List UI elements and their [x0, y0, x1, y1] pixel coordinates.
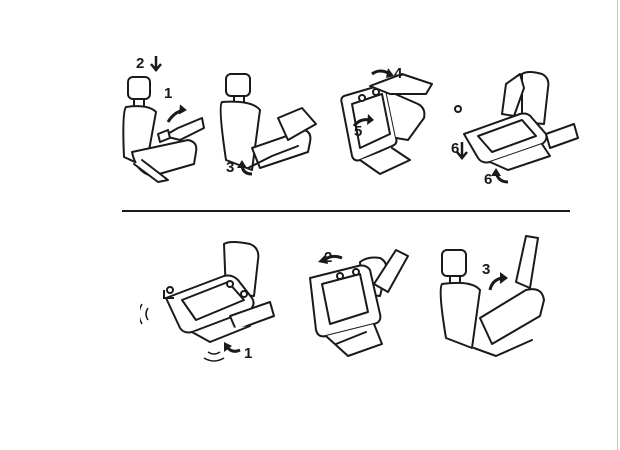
step-label-top-1b: 1: [164, 85, 173, 102]
top-panel-1-seat-lever: [122, 56, 205, 183]
step-label-top-1a: 2: [136, 55, 145, 72]
bottom-panel-2-lower-seat: [309, 249, 409, 357]
section-divider: [122, 210, 570, 212]
step-label-top-4b: 6: [484, 171, 493, 188]
top-panel-2-fold-backrest: [219, 73, 317, 176]
bottom-panel-1-engage-latch: [140, 241, 275, 362]
top-panel-3-lift-seat: [340, 68, 433, 175]
step-label-top-3b: 5: [354, 123, 363, 140]
step-label-top-2: 3: [226, 159, 235, 176]
scan-edge: [617, 0, 618, 450]
bottom-panel-3-raise-backrest: [439, 235, 545, 357]
step-label-top-3a: 4: [394, 65, 403, 82]
step-label-top-4a: 6: [451, 140, 460, 157]
step-label-bottom-1: 1: [244, 345, 253, 362]
step-label-bottom-2: 2: [324, 249, 333, 266]
top-panel-4-remove-seat: [454, 71, 579, 184]
step-label-bottom-3: 3: [482, 261, 491, 278]
